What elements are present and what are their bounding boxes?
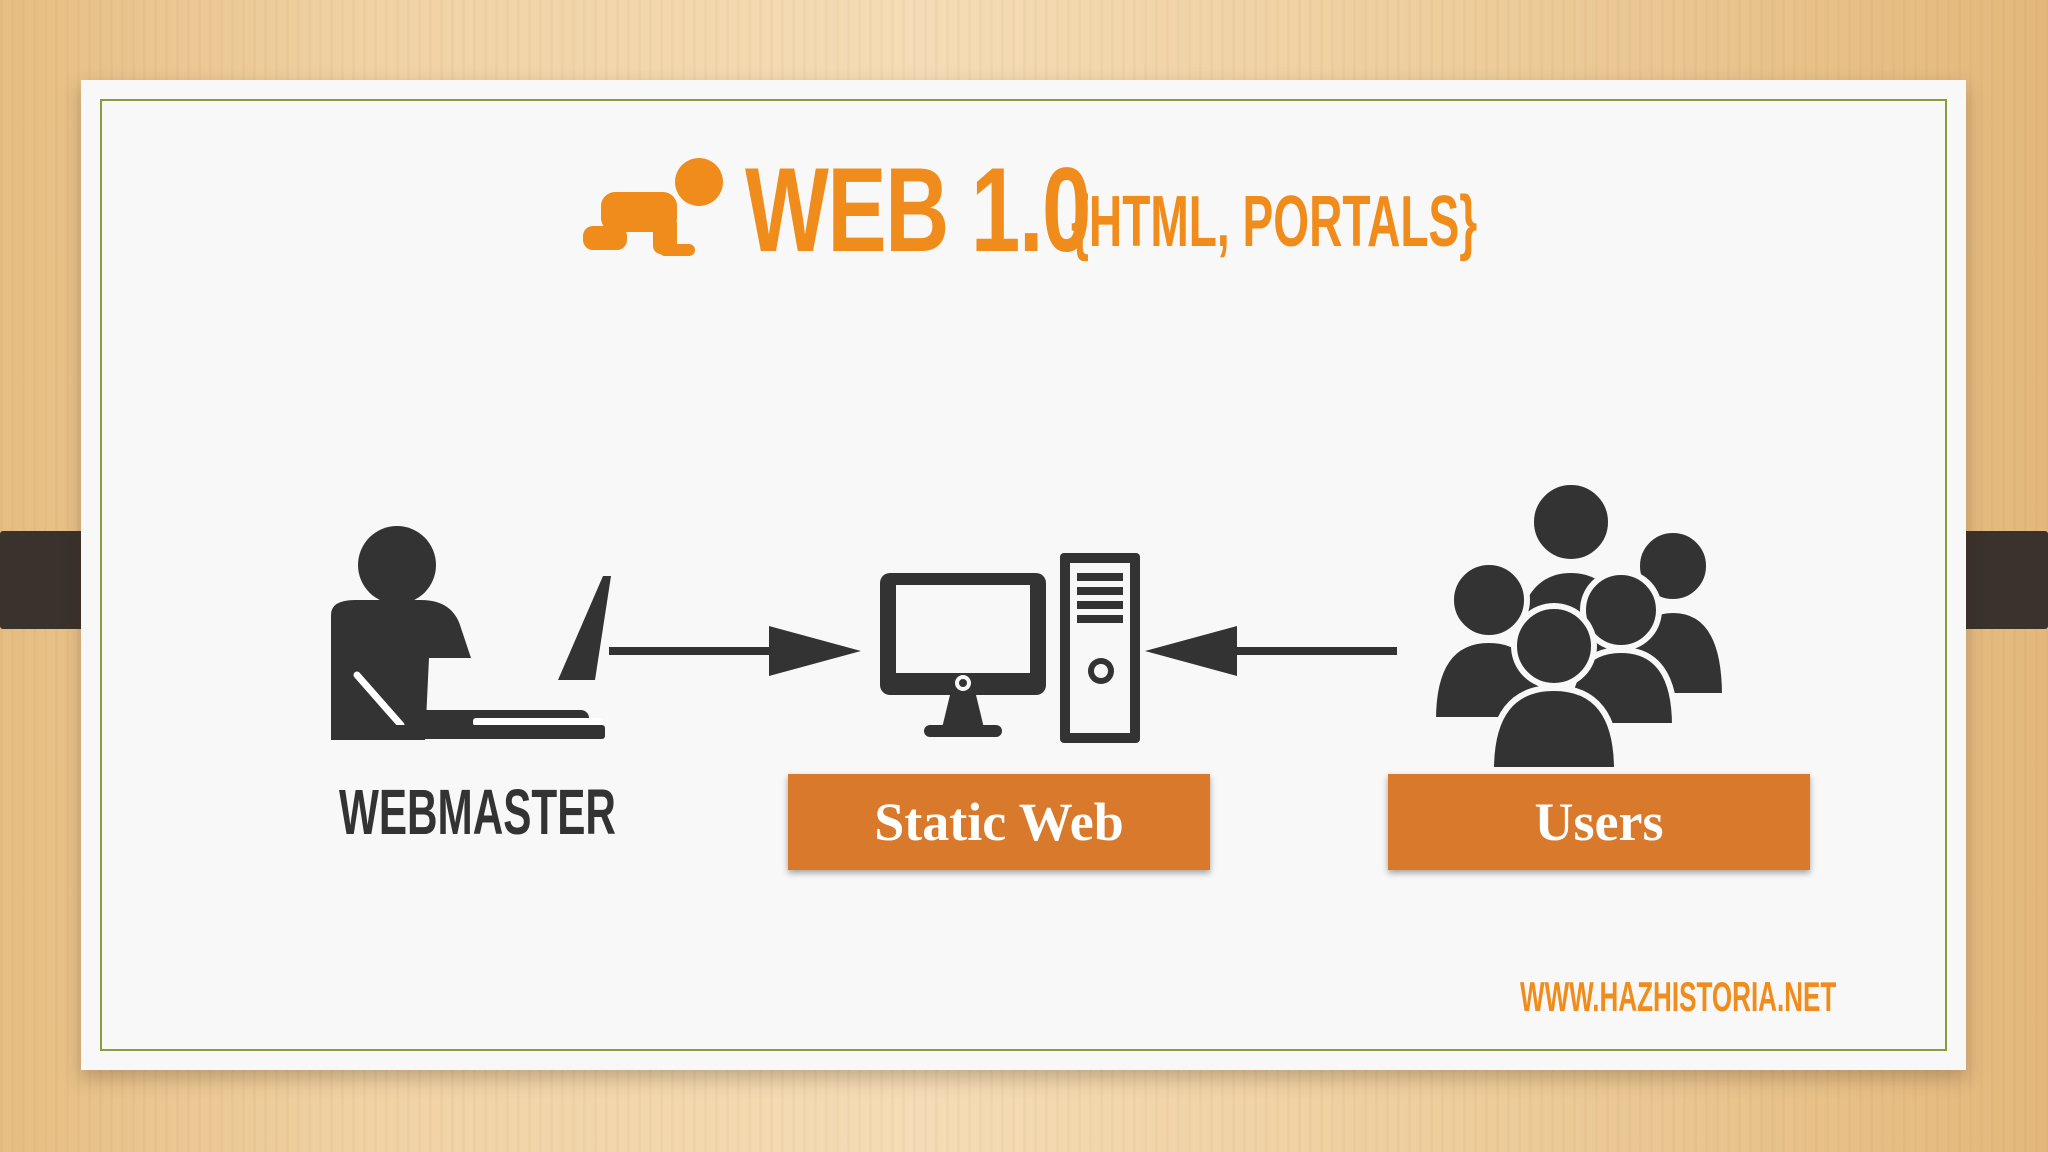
- arrow-right-icon: [609, 626, 861, 676]
- slide-card: WEB 1.0 {HTML, PORTALS}: [81, 80, 1966, 1070]
- page-subtitle: {HTML, PORTALS}: [1071, 182, 1478, 262]
- desktop-computer-icon: [880, 553, 1140, 743]
- webmaster-label: WEBMASTER: [339, 776, 616, 848]
- users-box: Users: [1388, 774, 1810, 870]
- crawling-baby-icon: [583, 158, 723, 256]
- webmaster-laptop-icon: [331, 526, 611, 740]
- slide-frame: [100, 99, 1947, 1051]
- users-group-icon: [1429, 479, 1729, 770]
- watermark-url: WWW.HAZHISTORIA.NET: [1520, 973, 1837, 1020]
- page-title: WEB 1.0: [745, 143, 1091, 277]
- static-web-box: Static Web: [788, 774, 1210, 870]
- arrow-left-icon: [1145, 626, 1397, 676]
